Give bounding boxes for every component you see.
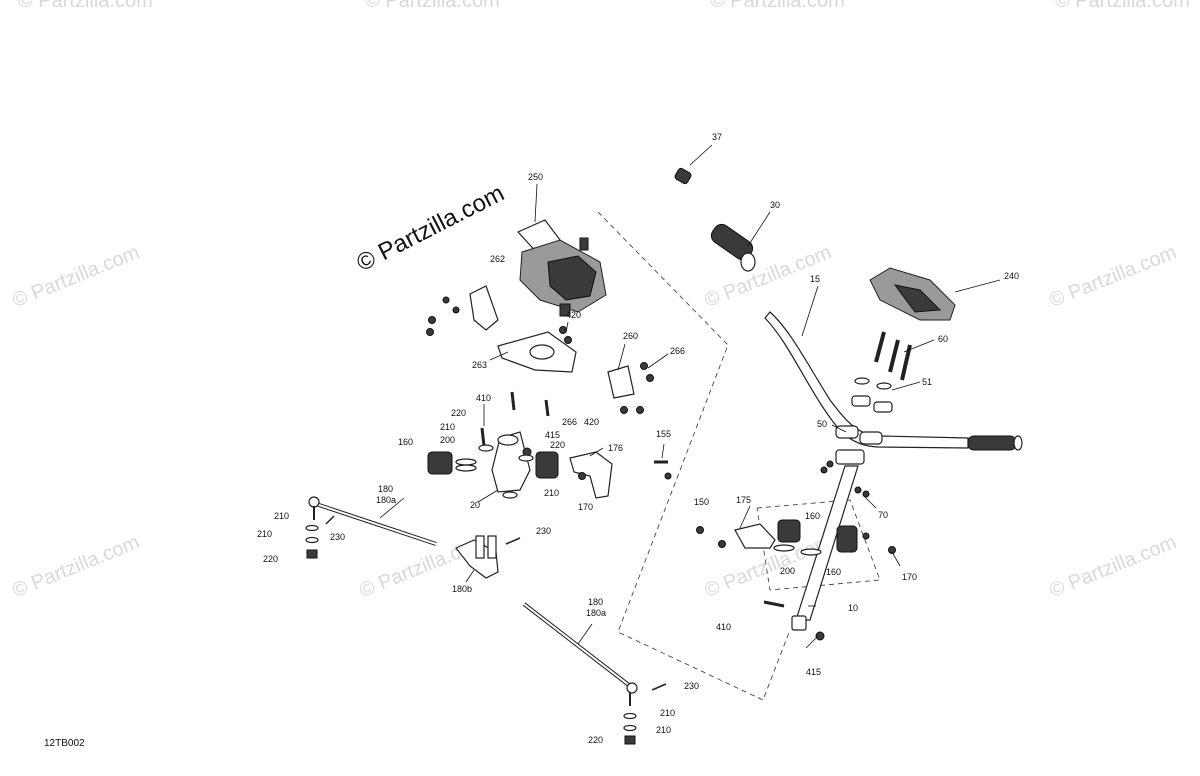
callout-170-b: 170 <box>902 572 917 582</box>
callout-10: 10 <box>848 603 858 613</box>
callout-15: 15 <box>810 274 820 284</box>
callout-415-a: 415 <box>545 430 560 440</box>
tie-rod-180-right <box>522 602 638 706</box>
callout-155: 155 <box>656 429 671 439</box>
callout-220-b: 220 <box>550 440 565 450</box>
bracket-176 <box>569 451 613 499</box>
callout-50: 50 <box>817 419 827 429</box>
assembly-outline-steering-bracket <box>756 499 881 591</box>
assembly-outline-power-steering <box>597 211 791 701</box>
screws-60 <box>874 331 912 381</box>
callout-210-b: 210 <box>544 488 559 498</box>
fasteners-center <box>426 296 672 499</box>
watermark-2: © Partzilla.com <box>365 0 500 12</box>
callout-200-b: 200 <box>780 566 795 576</box>
callout-220-a: 220 <box>451 408 466 418</box>
callout-230-b: 230 <box>536 526 551 536</box>
callout-180a-b: 180a <box>586 608 606 618</box>
watermark-3: © Partzilla.com <box>710 0 845 12</box>
callout-240: 240 <box>1004 271 1019 281</box>
handlebar-grip-30 <box>710 223 756 272</box>
handlebar-15 <box>764 311 1023 451</box>
callout-160-c: 160 <box>826 567 841 577</box>
handlebar-clamps-51-50 <box>835 377 893 445</box>
callout-266-a: 266 <box>670 346 685 356</box>
callout-262: 262 <box>490 254 505 264</box>
callout-410-b: 410 <box>716 622 731 632</box>
callout-70: 70 <box>878 510 888 520</box>
power-steering-unit-250 <box>516 219 607 317</box>
callout-210-c: 210 <box>274 511 289 521</box>
callout-230-c: 230 <box>684 681 699 691</box>
column-bracket-175 <box>734 519 858 556</box>
callout-37: 37 <box>712 132 722 142</box>
callout-51: 51 <box>922 377 932 387</box>
callout-210-d: 210 <box>257 529 272 539</box>
handlebar-end-plug-37 <box>674 167 692 185</box>
steering-arm-20 <box>491 431 531 493</box>
steering-column-10 <box>791 449 865 631</box>
tie-rod-180-left <box>308 496 437 546</box>
callout-175: 175 <box>736 495 751 505</box>
watermark-1: © Partzilla.com <box>18 0 153 12</box>
callout-260: 260 <box>623 331 638 341</box>
diagram-code: 12TB002 <box>44 738 85 749</box>
callout-170-a: 170 <box>578 502 593 512</box>
leader-lines <box>379 144 1001 649</box>
callout-30: 30 <box>770 200 780 210</box>
callout-20: 20 <box>470 500 480 510</box>
callout-176: 176 <box>608 443 623 453</box>
washers-nuts-bottom <box>305 515 667 745</box>
callout-250: 250 <box>528 172 543 182</box>
steering-arm-180b <box>455 535 499 579</box>
callout-220-c: 220 <box>263 554 278 564</box>
callout-266-b: 266 <box>562 417 577 427</box>
callout-263: 263 <box>472 360 487 370</box>
callout-415-b: 415 <box>806 667 821 677</box>
callout-60: 60 <box>938 334 948 344</box>
watermark-4: © Partzilla.com <box>1055 0 1190 12</box>
callout-180a-a: 180a <box>376 495 396 505</box>
mounting-plate-263 <box>497 331 577 373</box>
bracket-260 <box>607 365 635 399</box>
callout-180-a: 180 <box>378 484 393 494</box>
callout-420-b: 420 <box>584 417 599 427</box>
callout-labels: 37 30 15 240 60 51 50 70 250 262 420 263… <box>257 132 1019 745</box>
callout-160-a: 160 <box>398 437 413 447</box>
callout-410-a: 410 <box>476 393 491 403</box>
callout-200-a: 200 <box>440 435 455 445</box>
callout-180-b: 180 <box>588 597 603 607</box>
callout-150: 150 <box>694 497 709 507</box>
callout-180b: 180b <box>452 584 472 594</box>
handlebar-cover-240 <box>869 267 956 321</box>
small-fasteners-right <box>696 460 896 641</box>
bushings-160-200 <box>427 451 559 479</box>
callout-420-a: 420 <box>566 310 581 320</box>
callout-160-b: 160 <box>805 511 820 521</box>
callout-220-d: 220 <box>588 735 603 745</box>
callout-210-f: 210 <box>656 725 671 735</box>
bracket-262 <box>469 285 499 331</box>
callout-230-a: 230 <box>330 532 345 542</box>
callout-210-e: 210 <box>660 708 675 718</box>
callout-210-a: 210 <box>440 422 455 432</box>
